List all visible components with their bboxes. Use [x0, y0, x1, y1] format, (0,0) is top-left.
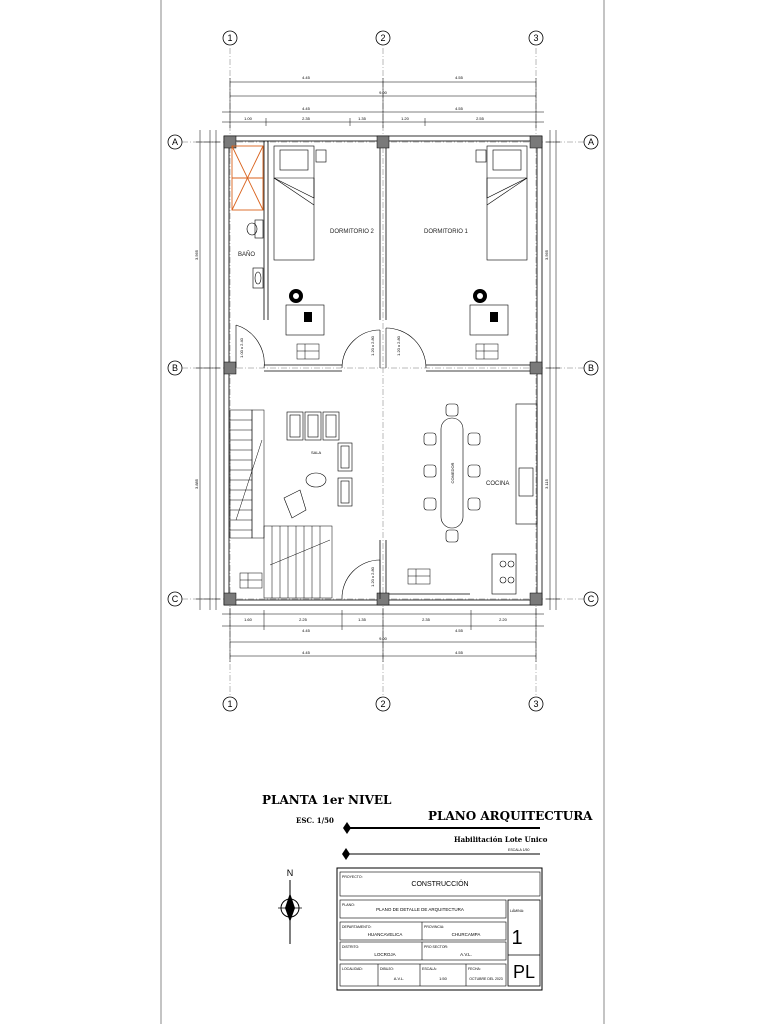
desk-dorm1: [469, 289, 509, 336]
value-drawing: A.V.L.: [394, 976, 405, 981]
bath-fixtures: [246, 219, 264, 289]
dim-bottom-total: 9.00: [379, 636, 388, 641]
columns: [223, 135, 543, 606]
desk-dorm2: [285, 289, 325, 336]
door-label-4: 1.00 x 2.40: [239, 337, 244, 358]
dim-top-sub-2: 4.55: [455, 106, 464, 111]
floor-plan: 1 2 3 1 2 3 A A B B C C: [167, 30, 599, 712]
axis-label-row-b-left: B: [172, 363, 178, 373]
axis-bubbles-columns: 1 2 3 1 2 3: [222, 30, 544, 712]
label-sheet: LÁMINA:: [510, 909, 524, 913]
dim-bottom-inner-5: 2.20: [499, 617, 508, 622]
axis-bubbles-rows: A A B B C C: [167, 134, 599, 607]
value-province: CHURCAMPA: [452, 932, 481, 937]
sheet-title: PLANO ARQUITECTURA: [428, 809, 593, 823]
kitchen-counter: [491, 403, 538, 595]
axis-label-col-2-bottom: 2: [380, 699, 385, 709]
dim-top-span-2: 4.55: [455, 75, 464, 80]
dim-bottom-sub-2: 4.55: [455, 628, 464, 633]
axis-label-col-1-top: 1: [227, 33, 232, 43]
room-label-dorm2: DORMITORIO 2: [330, 229, 375, 235]
axis-label-row-a-left: A: [172, 137, 178, 147]
window-tags: [239, 343, 499, 589]
living-furniture: [283, 411, 353, 519]
label-department: DEPARTAMENTO:: [342, 925, 372, 929]
dining-set: [423, 403, 481, 543]
dim-bottom-inner-1: 1.60: [244, 617, 253, 622]
room-label-bath: BAÑO: [238, 251, 255, 258]
value-project: CONSTRUCCIÓN: [411, 879, 468, 888]
north-label: N: [287, 868, 294, 878]
value-district: LOCROJA: [374, 952, 395, 957]
axis-label-col-3-top: 3: [533, 33, 538, 43]
label-province: PROVINCIA:: [424, 925, 444, 929]
dim-bottom-sub-1: 4.45: [302, 628, 311, 633]
label-plan: PLANO:: [342, 903, 355, 907]
dim-top-span-1: 4.45: [302, 75, 311, 80]
door-label-1: 1.20 x 2.80: [370, 335, 375, 356]
room-label-dorm1: DORMITORIO 1: [424, 229, 469, 235]
dim-top-inner-1: 1.00: [244, 116, 253, 121]
label-drawing: DIBUJO:: [380, 967, 394, 971]
sheet-scale-small: ESCALA 1/50: [508, 848, 529, 852]
dim-top-inner-3: 1.35: [358, 116, 367, 121]
label-date: FECHA:: [468, 967, 481, 971]
dim-top-inner-5: 2.55: [476, 116, 485, 121]
bath-shower-hatch: [231, 145, 264, 211]
room-label-kitchen: COCINA: [486, 481, 509, 487]
sheet-subtitle: Habilitación Lote Unico: [454, 835, 548, 844]
axis-label-row-c-left: C: [172, 594, 179, 604]
dim-left-2: 3.885: [194, 478, 199, 489]
door-label-2: 1.20 x 2.80: [396, 335, 401, 356]
dim-bottom-inner-2: 2.25: [299, 617, 308, 622]
room-label-dining: COMEDOR: [450, 462, 455, 483]
room-label-living: SALA: [311, 450, 322, 455]
door-label-3: 1.20 x 2.80: [370, 566, 375, 587]
cartouche-grid: [336, 867, 543, 991]
axis-label-col-2-top: 2: [380, 33, 385, 43]
dim-top-inner-2: 2.35: [302, 116, 311, 121]
dim-right-1: 3.565: [544, 249, 549, 260]
label-project: PROYECTO:: [342, 875, 363, 879]
value-sheet-number: 1: [511, 927, 522, 949]
dimensions-sides: [196, 130, 560, 610]
value-scale: 1:50: [439, 976, 448, 981]
value-department: HUANCAVELICA: [368, 932, 403, 937]
dim-bottom-span-1: 4.45: [302, 650, 311, 655]
label-sector: PRO SECTOR:: [424, 945, 448, 949]
dimensions-top: [222, 78, 544, 128]
dimensions-bottom: [222, 608, 544, 662]
dim-bottom-span-2: 4.55: [455, 650, 464, 655]
axis-label-col-3-bottom: 3: [533, 699, 538, 709]
stairs: [229, 409, 333, 599]
axis-label-row-b-right: B: [588, 363, 594, 373]
plan-scale: ESC. 1/50: [296, 816, 334, 825]
dim-top-inner-4: 1.20: [401, 116, 410, 121]
value-plan: PLANO DE DETALLE DE ARQUITECTURA: [376, 907, 464, 912]
axis-label-row-c-right: C: [588, 594, 595, 604]
dim-right-2: 3.115: [544, 478, 549, 488]
dim-top-total: 9.00: [379, 90, 388, 95]
title-diamond-icon: [343, 822, 351, 834]
bed-dorm2: [273, 145, 327, 261]
title-diamond-small-icon: [342, 848, 350, 860]
dim-bottom-inner-4: 2.35: [422, 617, 431, 622]
axis-label-row-a-right: A: [588, 137, 594, 147]
value-sheet-code: PL: [513, 962, 535, 982]
doors: [235, 324, 427, 600]
value-sector: A.V.L.: [460, 952, 472, 957]
label-district: DISTRITO:: [342, 945, 359, 949]
bed-dorm1: [475, 145, 528, 261]
plan-title: PLANTA 1er NIVEL: [262, 793, 392, 807]
dim-top-sub-1: 4.45: [302, 106, 311, 111]
dim-bottom-inner-3: 1.35: [358, 617, 367, 622]
dim-left-1: 3.565: [194, 249, 199, 260]
title-block: PLANTA 1er NIVEL ESC. 1/50 PLANO ARQUITE…: [262, 793, 593, 991]
value-date: OCTUBRE DEL 2023: [469, 977, 503, 981]
north-arrow-icon: N: [278, 868, 302, 944]
label-location: LOCALIDAD:: [342, 967, 363, 971]
label-scale: ESCALA:: [422, 967, 437, 971]
axis-label-col-1-bottom: 1: [227, 699, 232, 709]
